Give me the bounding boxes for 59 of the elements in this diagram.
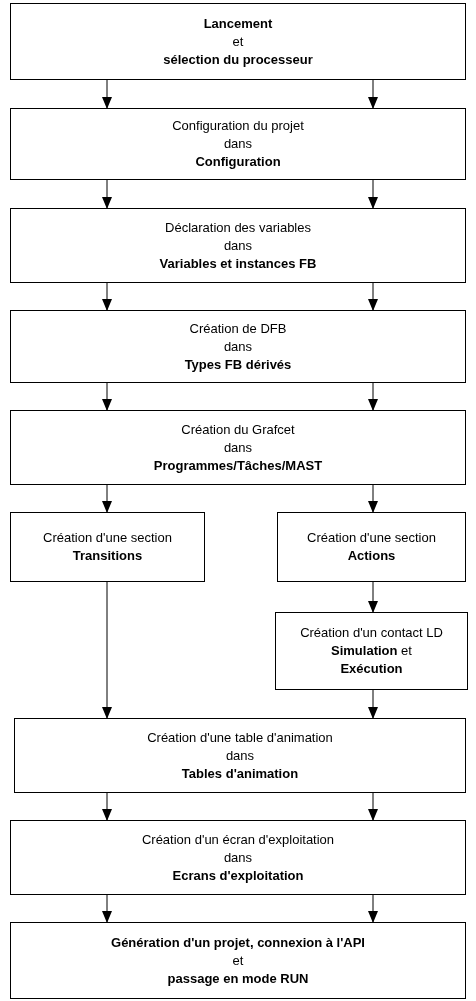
arrow	[102, 382, 112, 411]
arrow	[102, 792, 112, 821]
box-text: Variables et instances FB	[159, 254, 317, 273]
box-text: Configuration du projet	[172, 117, 304, 135]
box-text: Actions	[347, 547, 396, 565]
process-box	[14, 718, 466, 793]
arrow	[102, 581, 112, 719]
box-text: Lancement	[203, 14, 273, 33]
process-box	[10, 208, 466, 283]
arrow	[102, 894, 112, 923]
arrow	[368, 79, 378, 109]
box-text: dans	[223, 438, 253, 457]
arrow	[102, 282, 112, 311]
box-text: dans	[223, 337, 253, 356]
box-text: Création du Grafcet	[181, 420, 295, 439]
box-text: Création d'un écran d'exploitation	[141, 830, 335, 849]
box-text: Transitions	[72, 547, 143, 565]
process-box	[10, 108, 466, 180]
box-text: Création d'une section	[307, 529, 436, 547]
arrow	[368, 792, 378, 821]
box-text: dans	[223, 236, 253, 255]
arrow	[368, 282, 378, 311]
arrow	[102, 484, 112, 513]
box-text: Types FB dérivés	[184, 355, 292, 374]
box-text: dans	[223, 848, 253, 867]
arrow	[368, 179, 378, 209]
box-text: Déclaration des variables	[165, 218, 311, 237]
arrow	[368, 689, 378, 719]
box-text: Ecrans d'exploitation	[172, 866, 304, 885]
box-text: et	[232, 951, 244, 970]
arrow	[368, 581, 378, 613]
box-text: Création d'une table d'animation	[147, 728, 333, 747]
process-box	[10, 512, 205, 582]
process-box	[275, 612, 468, 690]
box-text: Création de DFB	[189, 319, 287, 338]
arrow	[368, 484, 378, 513]
box-text: Génération d'un projet, connexion à l'API	[111, 933, 365, 952]
process-box	[10, 310, 466, 383]
box-text: Création d'un contact LD	[300, 624, 443, 642]
box-text: Simulation et	[331, 642, 412, 660]
box-text: Programmes/Tâches/MAST	[153, 456, 323, 475]
box-text: Création d'une section	[43, 529, 172, 547]
process-box	[10, 922, 466, 999]
box-text: et	[232, 32, 244, 51]
process-box	[10, 3, 466, 80]
arrow	[368, 382, 378, 411]
box-text: sélection du processeur	[163, 50, 313, 69]
process-box	[10, 410, 466, 485]
box-text: Tables d'animation	[181, 764, 299, 783]
box-text: Configuration	[195, 153, 281, 171]
box-text: passage en mode RUN	[167, 969, 309, 988]
box-text: Exécution	[340, 660, 403, 678]
arrow	[102, 79, 112, 109]
box-text: dans	[223, 135, 253, 153]
arrow	[368, 894, 378, 923]
process-box	[10, 820, 466, 895]
arrow	[102, 179, 112, 209]
box-text: dans	[225, 746, 255, 765]
process-box	[277, 512, 466, 582]
